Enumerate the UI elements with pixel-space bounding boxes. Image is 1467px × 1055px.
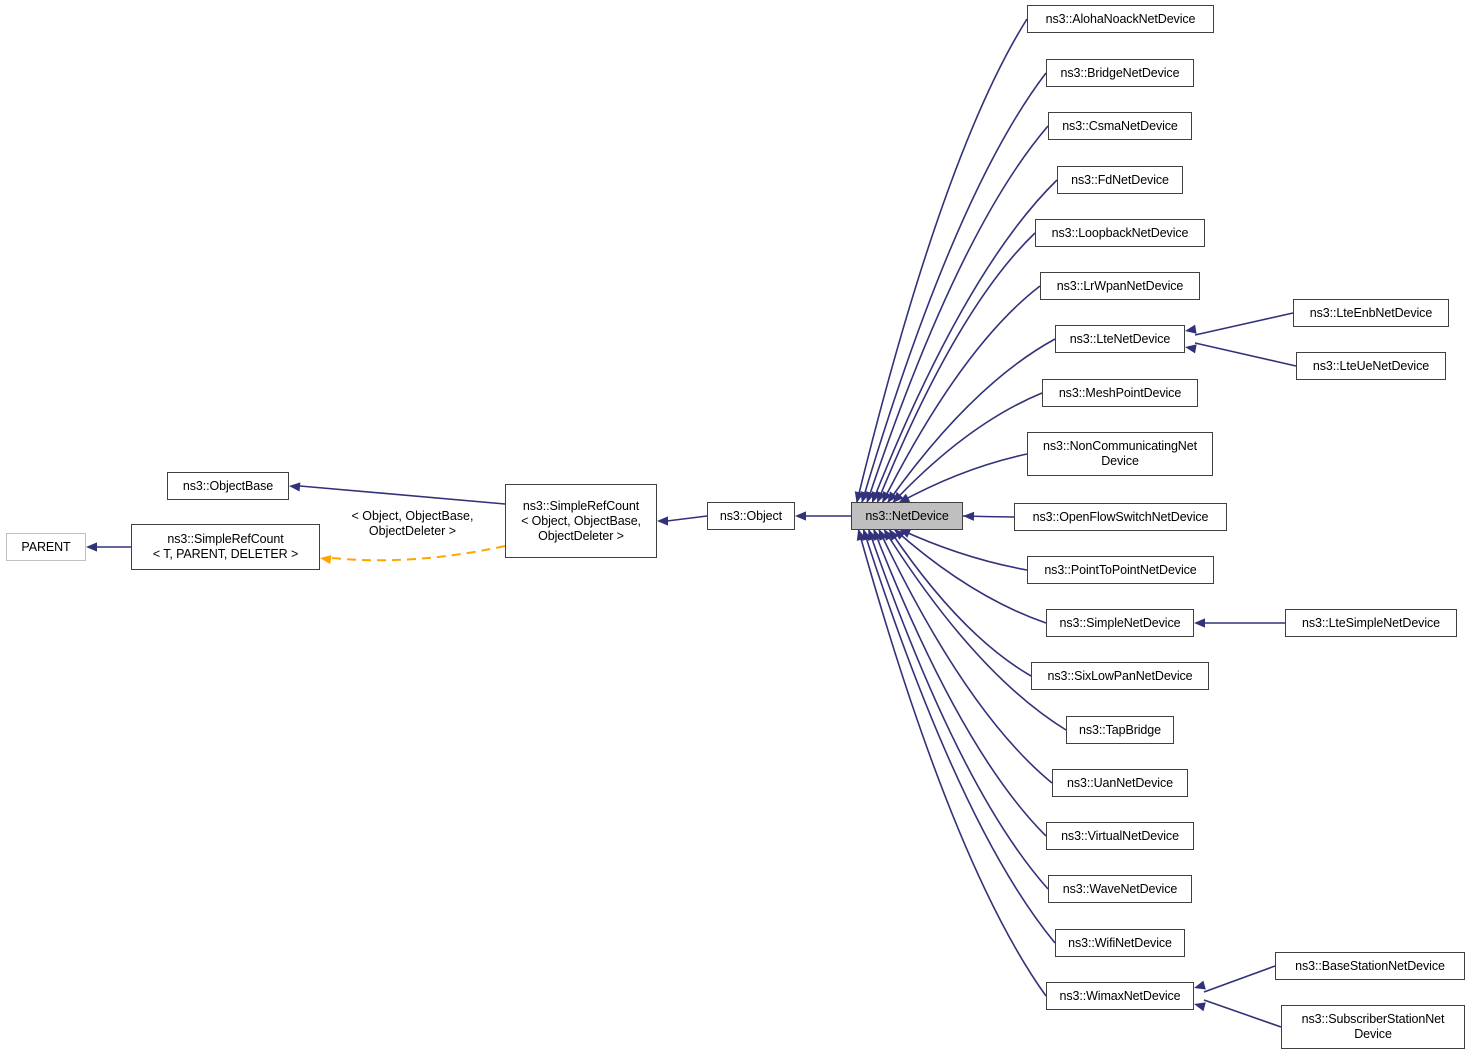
edge-sixlowpannetdevice-to-netdevice-arrowhead: [888, 529, 899, 541]
node-ltenetdevice[interactable]: ns3::LteNetDevice: [1055, 325, 1185, 353]
node-csmanetdevice[interactable]: ns3::CsmaNetDevice: [1048, 112, 1192, 140]
edge-lteenbnetdevice-to-ltenetdevice: [1194, 312, 1294, 336]
edge-simplerefcount-object-to-simplerefcount-t-arrowhead: [320, 555, 332, 565]
edge-wifinetdevice-to-netdevice-arrowhead: [862, 529, 872, 541]
node-simplenetdevice[interactable]: ns3::SimpleNetDevice: [1046, 609, 1194, 637]
edge-netdevice-to-object-arrowhead: [795, 511, 806, 521]
edge-lteuenetdevice-to-ltenetdevice: [1194, 342, 1297, 367]
node-loopbacknetdevice[interactable]: ns3::LoopbackNetDevice: [1035, 219, 1205, 247]
edge-basestationnetdevice-to-wimaxnetdevice: [1203, 965, 1276, 993]
node-fdnetdevice[interactable]: ns3::FdNetDevice: [1057, 166, 1183, 194]
node-pointtopointnetdevice[interactable]: ns3::PointToPointNetDevice: [1027, 556, 1214, 584]
edge-subscriberstationnetdevice-to-wimaxnetdevice: [1203, 999, 1282, 1028]
edge-simplerefcount-t-to-parent-arrowhead: [86, 542, 97, 552]
edge-simplerefcount-object-to-objectbase: [299, 485, 506, 505]
edge-lteuenetdevice-to-ltenetdevice-arrowhead: [1185, 344, 1197, 354]
node-simplerefcount-object[interactable]: ns3::SimpleRefCount < Object, ObjectBase…: [505, 484, 657, 558]
node-parent[interactable]: PARENT: [6, 533, 86, 561]
node-tapbridge[interactable]: ns3::TapBridge: [1066, 716, 1174, 744]
edge-wimaxnetdevice-to-netdevice-arrowhead: [856, 529, 866, 541]
node-ltesimplenetdevice[interactable]: ns3::LteSimpleNetDevice: [1285, 609, 1457, 637]
node-uannetdevice[interactable]: ns3::UanNetDevice: [1052, 769, 1188, 797]
edge-object-to-simplerefcount-object-arrowhead: [657, 516, 668, 526]
edge-wavenetdevice-to-netdevice-arrowhead: [867, 529, 877, 541]
node-object[interactable]: ns3::Object: [707, 502, 795, 530]
node-simplerefcount-t[interactable]: ns3::SimpleRefCount < T, PARENT, DELETER…: [131, 524, 320, 570]
edge-virtualnetdevice-to-netdevice: [872, 528, 1047, 837]
edge-simplenetdevice-to-netdevice-arrowhead: [894, 529, 906, 540]
edge-openflowswitchnetdevice-to-netdevice: [962, 515, 1015, 518]
edge-pointtopointnetdevice-to-netdevice: [898, 528, 1028, 571]
node-lteenbnetdevice[interactable]: ns3::LteEnbNetDevice: [1293, 299, 1449, 327]
edge-openflowswitchnetdevice-to-netdevice-arrowhead: [963, 511, 975, 521]
node-objectbase[interactable]: ns3::ObjectBase: [167, 472, 289, 500]
edge-simplerefcount-object-to-objectbase-arrowhead: [289, 482, 301, 492]
edge-basestationnetdevice-to-wimaxnetdevice-arrowhead: [1194, 980, 1206, 990]
node-meshpointdevice[interactable]: ns3::MeshPointDevice: [1042, 379, 1198, 407]
node-sixlowpannetdevice[interactable]: ns3::SixLowPanNetDevice: [1031, 662, 1209, 690]
node-wifinetdevice[interactable]: ns3::WifiNetDevice: [1055, 929, 1185, 957]
edge-lteenbnetdevice-to-ltenetdevice-arrowhead: [1185, 324, 1197, 334]
edge-tapbridge-to-netdevice-arrowhead: [883, 529, 894, 541]
node-bridgenetdevice[interactable]: ns3::BridgeNetDevice: [1046, 59, 1194, 87]
edge-bridgenetdevice-to-netdevice: [861, 72, 1047, 504]
node-basestationnetdevice[interactable]: ns3::BaseStationNetDevice: [1275, 952, 1465, 980]
edge-loopbacknetdevice-to-netdevice: [876, 232, 1036, 504]
node-alohanoacknetdevice[interactable]: ns3::AlohaNoackNetDevice: [1027, 5, 1214, 33]
node-openflowswitchnetdevice[interactable]: ns3::OpenFlowSwitchNetDevice: [1014, 503, 1227, 531]
edge-wifinetdevice-to-netdevice: [862, 528, 1056, 944]
edge-noncommunicatingnetdevice-to-netdevice: [898, 453, 1028, 504]
node-wavenetdevice[interactable]: ns3::WaveNetDevice: [1048, 875, 1192, 903]
edge-pointtopointnetdevice-to-netdevice-arrowhead: [899, 529, 912, 538]
node-subscriberstationnetdevice[interactable]: ns3::SubscriberStationNet Device: [1281, 1005, 1465, 1049]
node-virtualnetdevice[interactable]: ns3::VirtualNetDevice: [1046, 822, 1194, 850]
edge-virtualnetdevice-to-netdevice-arrowhead: [873, 529, 882, 541]
node-noncommunicatingnetdevice[interactable]: ns3::NonCommunicatingNet Device: [1027, 432, 1213, 476]
edge-wavenetdevice-to-netdevice: [867, 528, 1049, 890]
edge-ltenetdevice-to-netdevice: [886, 338, 1056, 504]
edge-uannetdevice-to-netdevice-arrowhead: [878, 529, 888, 541]
edge-subscriberstationnetdevice-to-wimaxnetdevice-arrowhead: [1194, 1002, 1206, 1012]
edge-csmanetdevice-to-netdevice: [866, 125, 1049, 504]
template-binding-label: < Object, ObjectBase, ObjectDeleter >: [351, 509, 474, 538]
node-lrwpannetdevice[interactable]: ns3::LrWpanNetDevice: [1040, 272, 1200, 300]
edge-meshpointdevice-to-netdevice: [891, 392, 1043, 504]
node-lteuenetdevice[interactable]: ns3::LteUeNetDevice: [1296, 352, 1446, 380]
edge-alohanoacknetdevice-to-netdevice: [855, 18, 1028, 504]
edge-wimaxnetdevice-to-netdevice: [857, 528, 1047, 997]
edge-ltesimplenetdevice-to-simplenetdevice-arrowhead: [1194, 618, 1205, 628]
edge-sixlowpannetdevice-to-netdevice: [888, 528, 1032, 677]
edge-simplerefcount-object-to-simplerefcount-t: [331, 545, 506, 562]
edge-object-to-simplerefcount-object: [666, 515, 708, 522]
node-wimaxnetdevice[interactable]: ns3::WimaxNetDevice: [1046, 982, 1194, 1010]
edge-uannetdevice-to-netdevice: [877, 528, 1053, 784]
node-netdevice[interactable]: ns3::NetDevice: [851, 502, 963, 530]
edge-simplenetdevice-to-netdevice: [893, 528, 1047, 624]
edge-lrwpannetdevice-to-netdevice: [881, 285, 1041, 504]
